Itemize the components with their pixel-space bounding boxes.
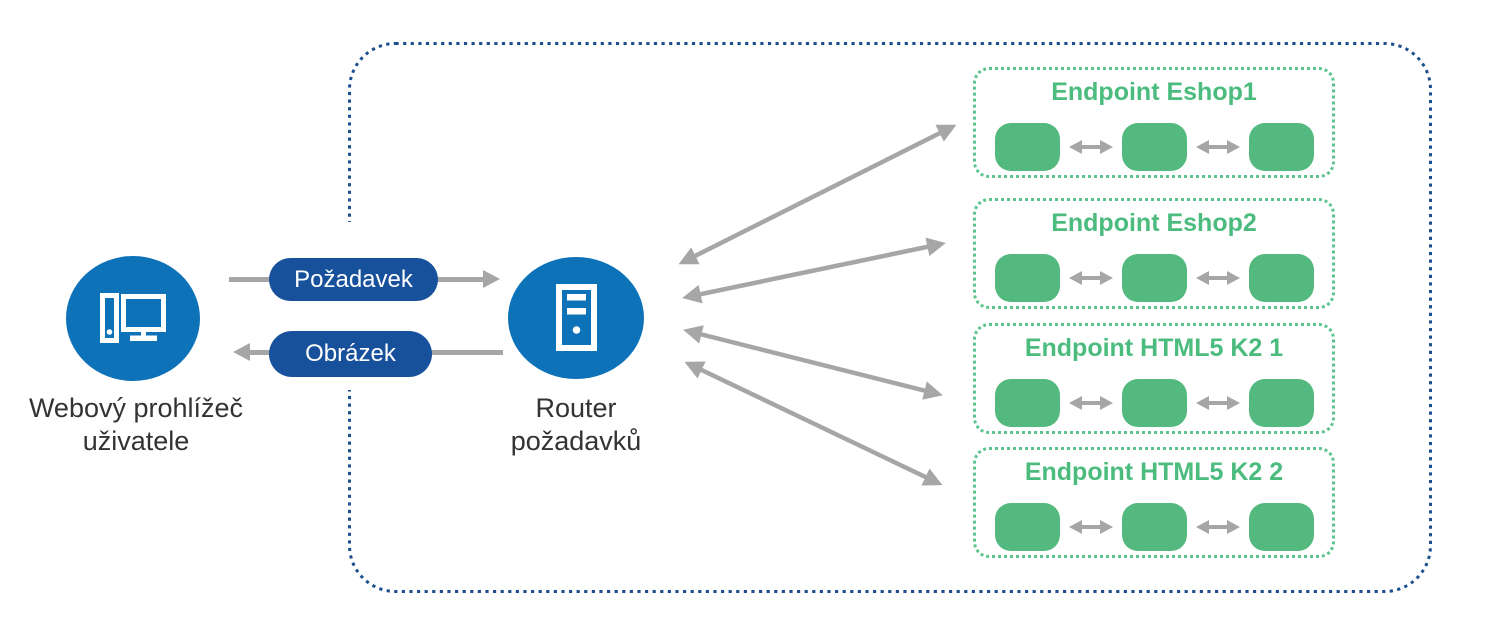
desktop-computer-icon [100,292,166,343]
endpoint-title: Endpoint Eshop1 [1051,78,1257,106]
endpoint-instance [994,503,1060,551]
bidirectional-arrow-icon [1068,395,1113,411]
arrow-router-endpoint-4 [684,361,943,486]
endpoint-instance [1121,503,1187,551]
endpoint-node-row [976,123,1332,171]
bidirectional-arrow-icon [1068,519,1113,535]
response-pill-label: Obrázek [305,340,396,367]
arrow-router-endpoint-1 [678,124,957,265]
request-pill: Požadavek [269,258,438,301]
bidirectional-arrow-icon [1195,519,1240,535]
browser-node [66,256,200,381]
endpoint-node-row [976,379,1332,427]
request-pill-label: Požadavek [294,265,413,293]
endpoint-instance [994,123,1060,171]
router-label: Router požadavků [510,393,642,456]
endpoint-instance [1248,254,1314,302]
bidirectional-arrow-icon [1195,395,1240,411]
endpoint-instance [1121,123,1187,171]
arrow-router-endpoint-2 [682,237,946,304]
endpoint-node-row [976,503,1332,551]
request-arrowhead-icon [483,270,500,288]
server-tower-icon [555,284,597,351]
endpoint-instance [1248,123,1314,171]
endpoint-title: Endpoint HTML5 K2 1 [1024,334,1284,362]
endpoint-node-row [976,254,1332,302]
endpoint-instance [1248,379,1314,427]
router-node [508,257,644,379]
bidirectional-arrow-icon [1068,270,1113,286]
endpoint-instance [994,379,1060,427]
endpoint-box-html5-k2-2: Endpoint HTML5 K2 2 [973,447,1335,558]
response-arrowhead-icon [233,343,250,361]
bidirectional-arrow-icon [1068,139,1113,155]
endpoint-instance [1248,503,1314,551]
endpoint-box-eshop2: Endpoint Eshop2 [973,198,1335,309]
browser-label: Webový prohlížeč uživatele [28,393,244,456]
endpoint-instance [994,254,1060,302]
bidirectional-arrow-icon [1195,270,1240,286]
endpoint-title: Endpoint HTML5 K2 2 [1024,458,1284,486]
endpoint-instance [1121,254,1187,302]
response-pill: Obrázek [269,331,432,377]
endpoint-box-html5-k2-1: Endpoint HTML5 K2 1 [973,323,1335,434]
endpoint-box-eshop1: Endpoint Eshop1 [973,67,1335,178]
endpoint-title: Endpoint Eshop2 [1051,209,1257,237]
endpoint-instance [1121,379,1187,427]
bidirectional-arrow-icon [1195,139,1240,155]
arrow-router-endpoint-3 [683,325,943,400]
